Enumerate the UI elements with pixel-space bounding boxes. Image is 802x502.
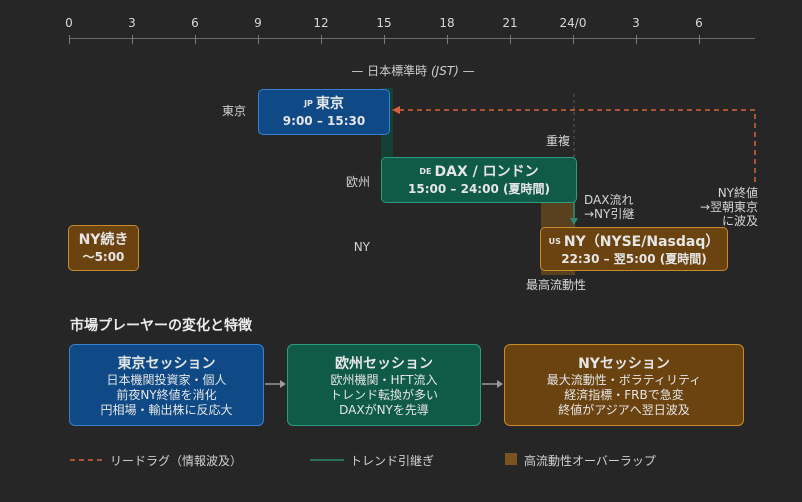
axis-tick-mark xyxy=(69,35,70,44)
ny-session-name: NY（NYSE/Nasdaq） xyxy=(563,234,720,250)
axis-tick-label: 12 xyxy=(313,16,329,30)
europe-flag: DE xyxy=(419,167,432,176)
card-ny: NYセッション 最大流動性・ボラティリティ 経済指標・FRBで急変 終値がアジア… xyxy=(504,344,744,426)
ny-continue-bar: NY続き 〜5:00 xyxy=(68,225,139,271)
legend-trend-label: トレンド引継ぎ xyxy=(350,454,435,468)
overlap-label: 重複 xyxy=(546,134,571,148)
ny-close-line-3: に波及 xyxy=(721,214,758,228)
row-label-ny: NY xyxy=(353,240,370,254)
ny-close-line-2: →翌朝東京 xyxy=(699,200,758,214)
axis-tick-label: 24/0 xyxy=(559,16,587,30)
tokyo-session-time: 9:00 – 15:30 xyxy=(282,114,366,128)
legend-overlap-swatch xyxy=(505,453,517,465)
axis-tick-mark xyxy=(384,35,385,44)
europe-session-name: DAX / ロンドン xyxy=(434,164,539,180)
card-europe-title: 欧州セッション xyxy=(335,356,433,372)
axis-tick-mark xyxy=(510,35,511,44)
europe-session-time: 15:00 – 24:00 (夏時間) xyxy=(408,182,550,196)
card-tokyo: 東京セッション 日本機関投資家・個人 前夜NY終値を消化 円相場・輸出株に反応大 xyxy=(69,344,264,426)
tokyo-session-name: 東京 xyxy=(315,96,344,112)
card-ny-line: 最大流動性・ボラティリティ xyxy=(546,373,702,387)
ny-close-note: NY終値 →翌朝東京 に波及 xyxy=(684,186,758,228)
legend-overlap-label: 高流動性オーバーラップ xyxy=(524,454,656,468)
card-europe-line: トレンド転換が多い xyxy=(329,388,438,402)
axis-tick-label: 3 xyxy=(632,16,640,30)
axis-tick-label: 15 xyxy=(376,16,392,30)
time-axis-caption: — 日本標準時 (JST) — xyxy=(351,64,475,78)
ny-flag: US xyxy=(548,237,561,246)
axis-caption-unit: (JST) xyxy=(430,64,459,78)
axis-tick-label: 0 xyxy=(65,16,73,30)
row-label-europe: 欧州 xyxy=(345,175,370,189)
axis-tick-label: 9 xyxy=(254,16,262,30)
card-europe: 欧州セッション 欧州機関・HFT流入 トレンド転換が多い DAXがNYを先導 xyxy=(287,344,481,426)
axis-tick-label: 6 xyxy=(191,16,199,30)
card-arrowhead-1 xyxy=(280,380,286,388)
axis-tick-mark xyxy=(132,35,133,44)
tokyo-flag: JP xyxy=(304,99,313,108)
peak-liquidity-label: 最高流動性 xyxy=(526,278,587,292)
axis-tick-mark xyxy=(447,35,448,44)
dax-flow-line-1: DAX流れ xyxy=(584,193,634,207)
card-tokyo-line: 円相場・輸出株に反応大 xyxy=(100,403,233,417)
ny-close-line-1: NY終値 xyxy=(717,186,758,200)
card-ny-line: 終値がアジアへ翌日波及 xyxy=(558,403,690,417)
card-ny-title: NYセッション xyxy=(578,356,670,372)
players-section-title: 市場プレーヤーの変化と特徴 xyxy=(70,318,252,334)
card-tokyo-title: 東京セッション xyxy=(117,356,216,372)
row-label-tokyo: 東京 xyxy=(221,104,246,118)
card-europe-line: DAXがNYを先導 xyxy=(339,403,429,417)
axis-tick-mark xyxy=(573,35,574,44)
axis-tick-mark xyxy=(258,35,259,44)
axis-tick-mark xyxy=(321,35,322,44)
dax-flow-line-2: →NY引継 xyxy=(584,207,635,221)
card-arrowhead-2 xyxy=(497,380,503,388)
axis-tick-label: 21 xyxy=(502,16,518,30)
axis-tick-label: 3 xyxy=(128,16,136,30)
axis-tick-mark xyxy=(636,35,637,44)
ny-continue-time: 〜5:00 xyxy=(82,250,125,264)
legend-lead-lag-label: リードラグ（情報波及） xyxy=(110,454,243,468)
card-europe-line: 欧州機関・HFT流入 xyxy=(330,373,438,387)
axis-tick-label: 18 xyxy=(439,16,455,30)
axis-caption-text: 日本標準時 xyxy=(367,64,428,78)
ny-session-time: 22:30 – 翌5:00 (夏時間) xyxy=(561,252,707,266)
axis-tick-label: 6 xyxy=(695,16,703,30)
lead-lag-arrow xyxy=(396,109,756,182)
dax-flow-note: DAX流れ →NY引継 xyxy=(584,193,634,221)
card-tokyo-line: 前夜NY終値を消化 xyxy=(116,388,217,402)
axis-tick-mark xyxy=(195,35,196,44)
ny-continue-name: NY続き xyxy=(78,232,129,248)
dax-ny-trend-arrowhead xyxy=(570,218,578,225)
lead-lag-arrowhead xyxy=(392,106,400,114)
axis-tick-mark xyxy=(699,35,700,44)
card-tokyo-line: 日本機関投資家・個人 xyxy=(106,373,227,387)
card-ny-line: 経済指標・FRBで急変 xyxy=(564,388,684,402)
time-axis-line xyxy=(69,38,755,39)
